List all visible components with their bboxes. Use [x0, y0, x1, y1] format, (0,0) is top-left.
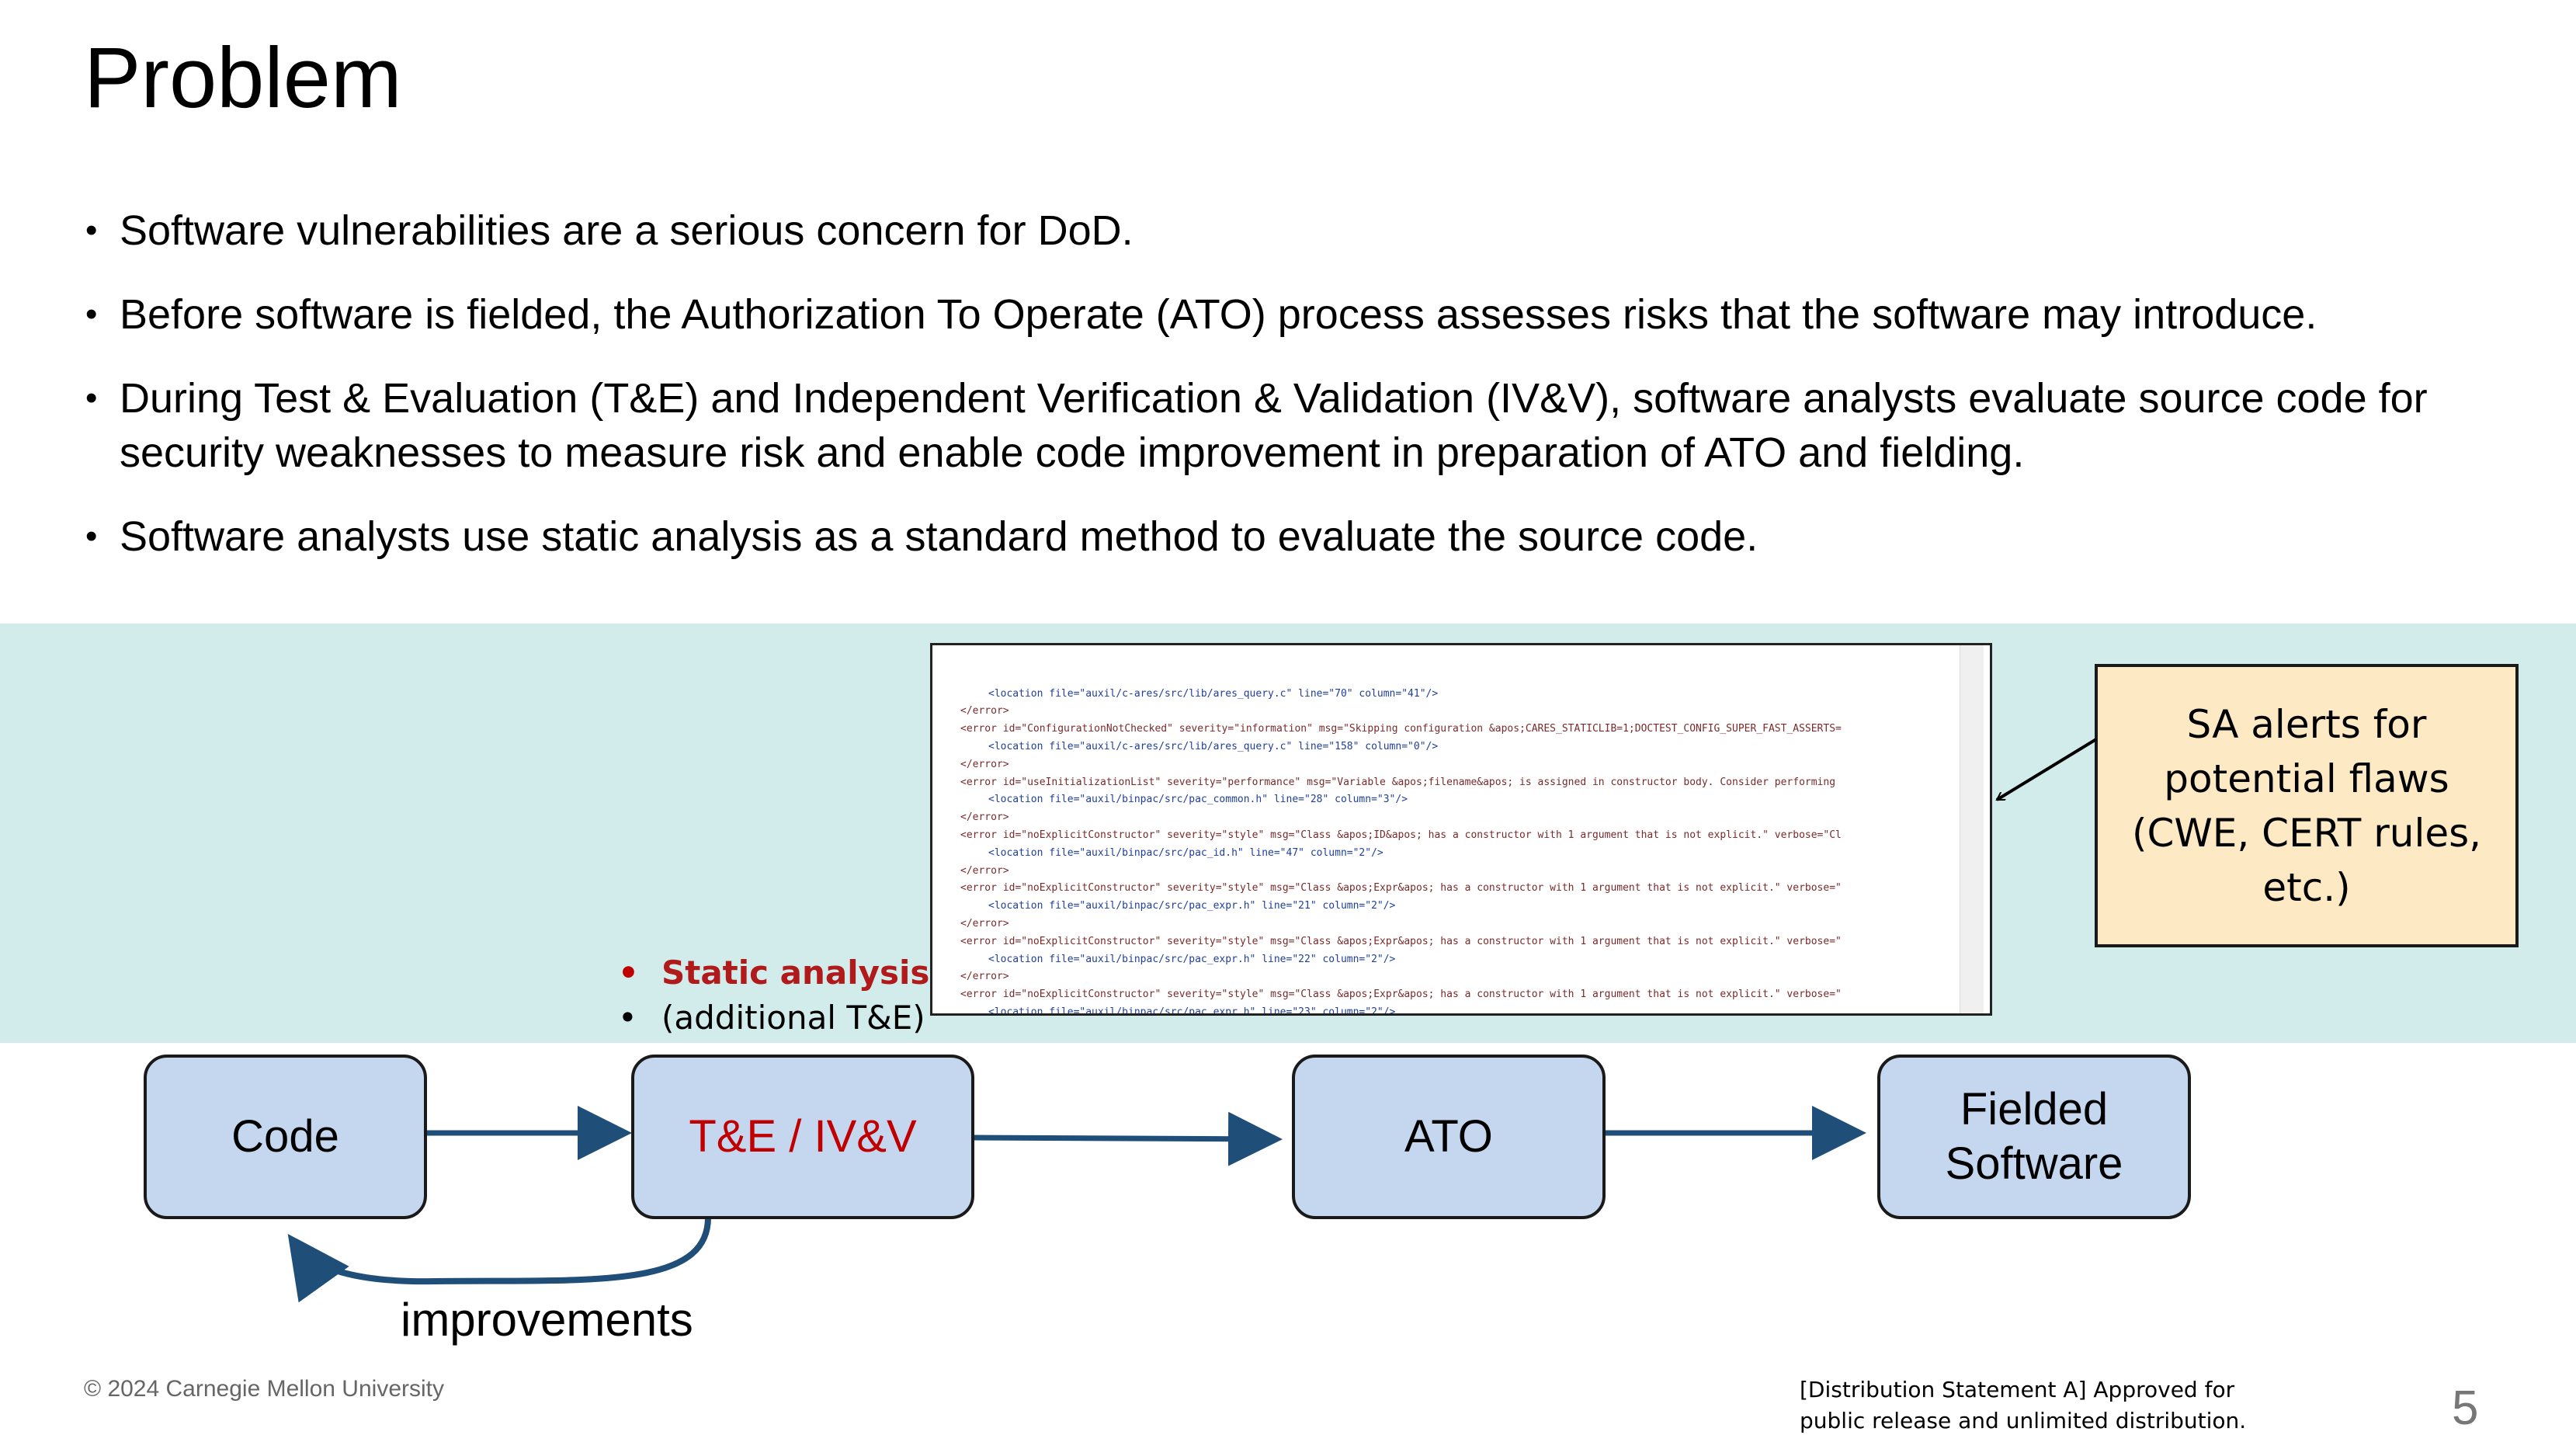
code-line: <error id="ConfigurationNotChecked" seve… — [960, 723, 1842, 735]
improvements-label: improvements — [401, 1294, 693, 1346]
additional-te-bullet: (additional T&E) — [613, 996, 929, 1041]
code-line: </error> — [960, 811, 1009, 824]
code-node: Code — [144, 1055, 427, 1219]
static-analysis-output-screenshot: <location file="auxil/c-ares/src/lib/are… — [930, 643, 1992, 1016]
arrow-improvements-loop — [287, 1217, 711, 1303]
code-line: <error id="noExplicitConstructor" severi… — [960, 829, 1842, 841]
code-line: </error> — [960, 971, 1009, 983]
bullet-item: Software vulnerabilities are a serious c… — [84, 203, 2506, 258]
copyright-footer: © 2024 Carnegie Mellon University — [84, 1376, 444, 1402]
code-line: </error> — [960, 705, 1009, 718]
distribution-statement: [Distribution Statement A] Approved for … — [1800, 1374, 2281, 1437]
code-line: <location file="auxil/binpac/src/pac_com… — [988, 794, 1408, 806]
page-number: 5 — [2452, 1381, 2479, 1435]
code-line: <location file="auxil/binpac/src/pac_exp… — [988, 900, 1396, 912]
code-line: <location file="auxil/binpac/src/pac_exp… — [988, 1006, 1396, 1016]
code-scrollbar — [1960, 645, 1984, 1013]
callout-pointer-arrow — [1997, 738, 2098, 801]
code-line: </error> — [960, 864, 1009, 877]
code-line: <location file="auxil/binpac/src/pac_id.… — [988, 846, 1383, 859]
distribution-line-1: [Distribution Statement A] Approved for — [1800, 1377, 2235, 1402]
code-line: <location file="auxil/c-ares/src/lib/are… — [988, 740, 1439, 752]
fielded-label-line1: Fielded — [1960, 1084, 2109, 1135]
te-ivv-node: T&E / IV&V — [631, 1055, 974, 1219]
bullet-item: Software analysts use static analysis as… — [84, 509, 2506, 564]
code-line: <location file="auxil/c-ares/src/lib/are… — [988, 687, 1439, 700]
te-sub-bullets: Static analysis (additional T&E) — [613, 950, 929, 1041]
arrow-te-to-ato — [971, 1111, 1283, 1166]
code-line: <error id="useInitializationList" severi… — [960, 776, 1836, 788]
sa-alerts-callout: SA alerts for potential flaws (CWE, CERT… — [2095, 664, 2519, 947]
fielded-label-line2: Software — [1945, 1138, 2123, 1189]
static-analysis-bullet: Static analysis — [613, 950, 929, 996]
code-line: <location file="auxil/binpac/src/pac_exp… — [988, 953, 1396, 965]
fielded-software-node: Fielded Software — [1877, 1055, 2191, 1219]
slide-title: Problem — [84, 30, 402, 126]
code-line: <error id="noExplicitConstructor" severi… — [960, 935, 1842, 947]
code-line: <error id="noExplicitConstructor" severi… — [960, 989, 1842, 1001]
code-line: <error id="noExplicitConstructor" severi… — [960, 882, 1842, 895]
problem-bullets: Software vulnerabilities are a serious c… — [84, 203, 2506, 593]
distribution-line-2: public release and unlimited distributio… — [1800, 1408, 2247, 1433]
bullet-item: Before software is fielded, the Authoriz… — [84, 287, 2506, 342]
ato-node: ATO — [1292, 1055, 1606, 1219]
code-line: </error> — [960, 917, 1009, 930]
code-line: </error> — [960, 758, 1009, 770]
bullet-item: During Test & Evaluation (T&E) and Indep… — [84, 371, 2506, 480]
